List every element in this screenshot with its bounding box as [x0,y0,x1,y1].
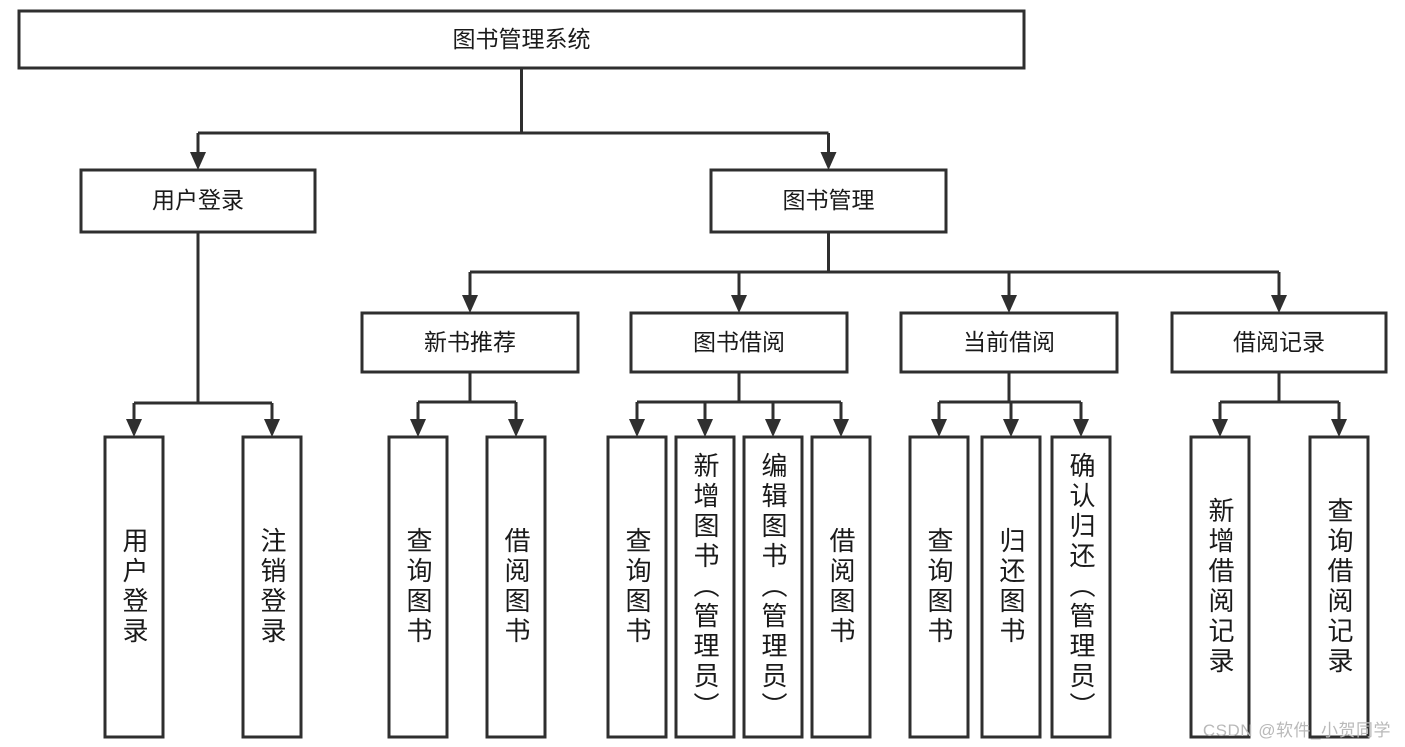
arrow-head-leaf-query-book-1 [410,419,426,437]
connector-group-root [190,68,837,170]
node-borrow-record-box[interactable] [1170,311,1388,374]
connector-group-current-borrow [931,372,1089,437]
arrow-head-leaf-borrow-book-2 [833,419,849,437]
arrow-head-leaf-query-book-3 [931,419,947,437]
arrow-head-book-borrow [731,295,747,313]
node-new-book-recommend-label: 新书推荐 [424,329,516,355]
node-current-borrow-label: 当前借阅 [963,329,1055,355]
arrow-head-leaf-add-book [697,419,713,437]
connector-group-borrow-record [1212,372,1347,437]
node-new-book-recommend[interactable]: 新书推荐 [360,311,580,374]
arrow-head-leaf-borrow-book-1 [508,419,524,437]
leaf-box-return-book[interactable] [980,435,1042,739]
node-root[interactable]: 图书管理系统 [17,9,1026,70]
arrow-head-user-login [190,152,206,170]
node-borrow-record[interactable]: 借阅记录 [1170,311,1388,374]
node-user-login[interactable]: 用户登录 [79,168,317,234]
connector-group-new-book-recommend [410,372,524,437]
arrow-head-leaf-return-book [1003,419,1019,437]
leaf-box-user-logout[interactable] [241,435,303,739]
connector-group-user-login [126,232,280,437]
node-book-management-box[interactable] [709,168,948,234]
leaf-box-add-record[interactable] [1189,435,1251,739]
connector-group-book-management [462,232,1287,313]
node-book-borrow-box[interactable] [629,311,849,374]
leaf-box-confirm-return[interactable] [1050,435,1112,739]
node-book-borrow-label: 图书借阅 [693,329,785,355]
arrow-head-leaf-user-login [126,419,142,437]
leaf-box-query-book-3[interactable] [908,435,970,739]
leaf-box-group [103,435,1370,739]
arrow-head-book-management [820,152,837,170]
arrow-head-leaf-confirm-return [1073,419,1089,437]
leaf-box-query-record[interactable] [1308,435,1370,739]
node-user-login-box[interactable] [79,168,317,234]
arrow-head-borrow-record [1271,295,1287,313]
node-current-borrow-box[interactable] [899,311,1119,374]
arrow-head-new-book-recommend [462,295,478,313]
arrow-head-leaf-add-record [1212,419,1228,437]
node-book-management[interactable]: 图书管理 [709,168,948,234]
arrow-head-leaf-query-book-2 [629,419,645,437]
arrow-head-leaf-query-record [1331,419,1347,437]
arrow-head-leaf-edit-book [765,419,781,437]
leaf-box-borrow-book-2[interactable] [810,435,872,739]
node-book-borrow[interactable]: 图书借阅 [629,311,849,374]
node-root-label: 图书管理系统 [453,26,591,52]
leaf-box-query-book-2[interactable] [606,435,668,739]
arrow-head-leaf-user-logout [264,419,280,437]
node-root-box[interactable] [17,9,1026,70]
node-borrow-record-label: 借阅记录 [1233,329,1325,355]
leaf-box-borrow-book-1[interactable] [485,435,547,739]
leaf-box-user-login[interactable] [103,435,165,739]
arrow-head-current-borrow [1001,295,1017,313]
leaf-box-add-book[interactable] [674,435,736,739]
leaf-box-query-book-1[interactable] [387,435,449,739]
node-new-book-recommend-box[interactable] [360,311,580,374]
node-book-management-label: 图书管理 [783,187,875,213]
node-user-login-label: 用户登录 [152,187,244,213]
connector-group-book-borrow [629,372,849,437]
node-current-borrow[interactable]: 当前借阅 [899,311,1119,374]
leaf-box-edit-book[interactable] [742,435,804,739]
watermark: CSDN @软件_小贺同学 [1202,721,1391,740]
